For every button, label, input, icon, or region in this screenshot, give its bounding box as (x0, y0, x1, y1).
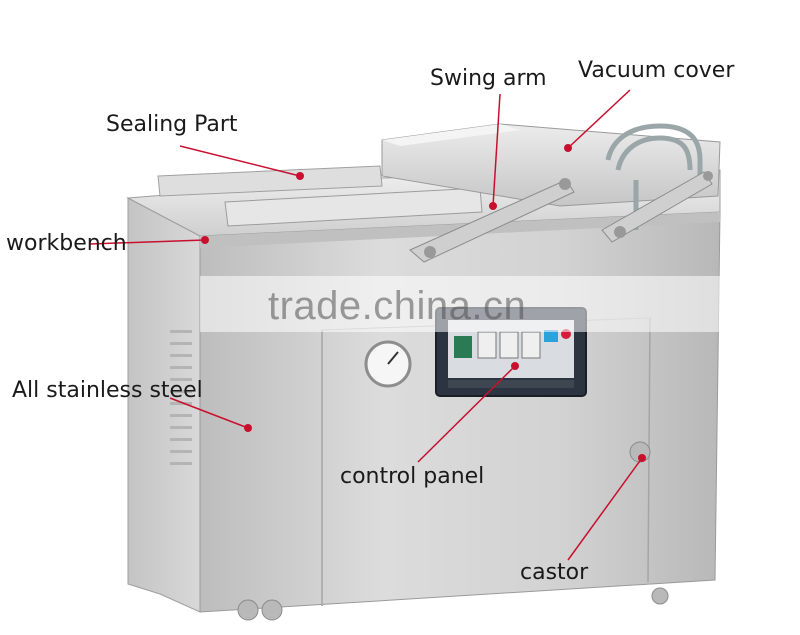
leader-dot-castor (638, 454, 646, 462)
swing-arms (409, 171, 713, 263)
leader-sealing-part (179, 145, 301, 177)
leader-swing-arm (492, 93, 501, 207)
sealing-bars (157, 165, 483, 227)
leader-stainless-steel (169, 397, 249, 429)
label-castor: castor (520, 560, 589, 585)
leader-dot-swing-arm (489, 202, 497, 210)
label-swing-arm: Swing arm (430, 66, 547, 91)
leader-dot-sealing-part (296, 172, 304, 180)
leader-vacuum-cover (567, 89, 631, 149)
leader-workbench (89, 239, 206, 245)
cabinet-left-side (127, 197, 201, 613)
leader-castor (567, 457, 643, 561)
leader-control-panel (417, 365, 516, 463)
watermark-band (200, 276, 720, 332)
leader-dot-vacuum-cover (564, 144, 572, 152)
cabinet-front (199, 211, 721, 613)
castors (237, 441, 669, 621)
leader-lines (89, 89, 646, 561)
label-workbench: workbench (6, 231, 127, 256)
label-sealing-part: Sealing Part (106, 112, 238, 137)
vacuum-gauge (364, 340, 412, 388)
leader-dot-stainless-steel (244, 424, 252, 432)
leader-dot-control-panel (511, 362, 519, 370)
leader-dot-workbench (201, 236, 209, 244)
label-vacuum-cover: Vacuum cover (578, 58, 735, 83)
watermark-text: trade.china.cn (268, 284, 527, 328)
label-control-panel: control panel (340, 464, 485, 489)
label-all-stainless-steel: All stainless steel (12, 378, 203, 403)
